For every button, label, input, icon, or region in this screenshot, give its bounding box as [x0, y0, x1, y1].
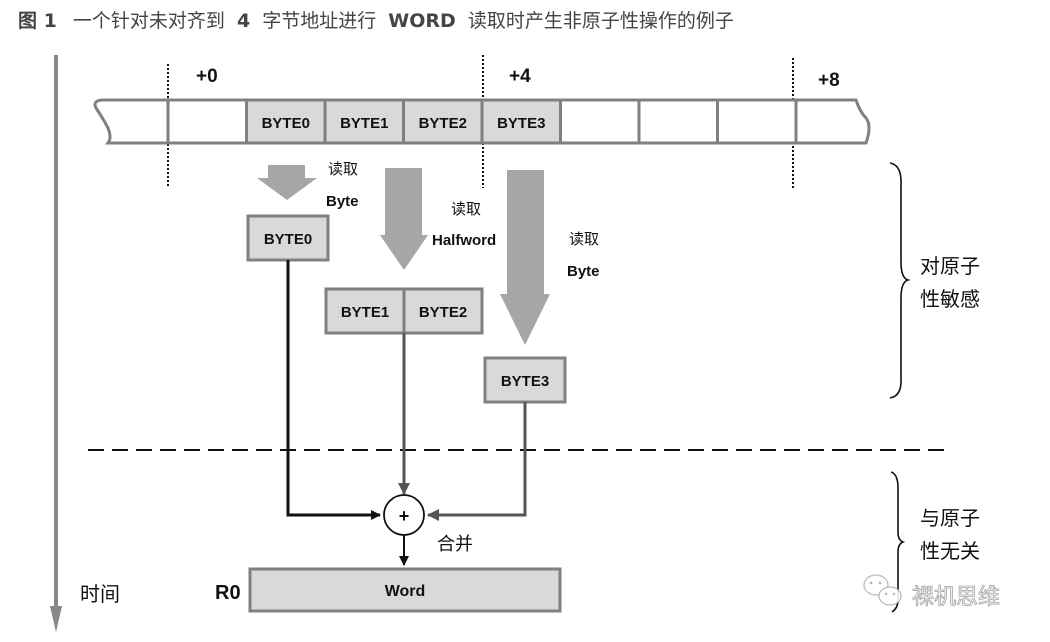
read-1-size: Byte: [326, 193, 359, 210]
register-byte2: [402, 287, 484, 335]
connector-byte0: [286, 260, 381, 520]
register-r0-box: [248, 567, 562, 613]
title-text-1: 一个针对未对齐到: [73, 10, 225, 32]
title-number: 4: [237, 10, 250, 32]
register-byte3-label: BYTE3: [501, 373, 549, 390]
watermark: 裸机思维: [863, 574, 1000, 610]
read-3-action: 读取: [569, 230, 599, 248]
memory-cell-label-4: BYTE2: [419, 115, 467, 132]
phase-insensitive-line1: 与原子: [920, 506, 980, 530]
brace-insensitive: 与原子 性无关: [890, 471, 980, 613]
figure-title: 图 1 一个针对未对齐到 4 字节地址进行 WORD 读取时产生非原子性操作的例…: [18, 10, 734, 32]
memory-cell-6: [559, 98, 641, 145]
offset-label-0: +0: [196, 66, 218, 87]
read-1-action: 读取: [328, 160, 358, 178]
brace-insensitive-icon: [890, 471, 906, 613]
figure-number: 图 1: [18, 10, 57, 32]
memory-cell-label-3: BYTE1: [340, 115, 388, 132]
merge-connectors: [286, 260, 527, 521]
phase-sensitive-line2: 性敏感: [920, 287, 980, 311]
read-2-action: 读取: [451, 200, 481, 218]
register-r0-label: R0: [215, 582, 241, 604]
register-byte0: [246, 214, 330, 262]
register-byte2-label: BYTE2: [419, 304, 467, 321]
memory-strip-right-break: [793, 98, 871, 145]
brace-sensitive: 对原子 性敏感: [889, 162, 980, 399]
register-byte1-label: BYTE1: [341, 304, 389, 321]
phase-sensitive-line1: 对原子: [920, 254, 980, 278]
offset-label-8: +8: [818, 70, 840, 91]
read-step-2: 读取 Halfword BYTE1 BYTE2: [324, 168, 496, 335]
memory-cell-label-5: BYTE3: [497, 115, 545, 132]
memory-cell-3: [323, 98, 405, 145]
title-word: WORD: [388, 10, 456, 32]
merge-label: 合并: [437, 534, 473, 555]
offset-label-4: +4: [509, 66, 531, 87]
time-axis: 时间: [50, 55, 120, 632]
read-step-1: 读取 Byte BYTE0: [246, 160, 359, 262]
memory-cell-1: [166, 98, 248, 145]
time-axis-label: 时间: [80, 582, 120, 606]
merge-node: + 合并: [383, 494, 473, 566]
read-arrow-3-icon: [500, 170, 550, 345]
read-3-size: Byte: [567, 263, 600, 280]
phase-insensitive-line2: 性无关: [920, 539, 980, 563]
brace-sensitive-icon: [889, 162, 911, 399]
time-axis-arrowhead-icon: [50, 606, 62, 632]
read-step-3: 读取 Byte BYTE3: [483, 170, 600, 404]
read-arrow-2-icon: [380, 168, 428, 270]
read-arrow-1-icon: [257, 165, 317, 200]
memory-strip-left-break: [93, 98, 168, 145]
wechat-icon: [863, 574, 902, 606]
read-2-size: Halfword: [432, 232, 496, 249]
register-byte0-label: BYTE0: [264, 231, 312, 248]
connector-byte3: [427, 402, 527, 521]
title-text-3: 读取时产生非原子性操作的例子: [468, 10, 734, 32]
memory-cell-7: [637, 98, 719, 145]
merge-plus-icon: +: [399, 506, 410, 526]
watermark-text: 裸机思维: [912, 585, 1000, 610]
register-r0: R0 Word: [215, 567, 562, 613]
memory-cell-label-2: BYTE0: [262, 115, 310, 132]
memory-cell-8: [716, 98, 798, 145]
title-text-2: 字节地址进行: [262, 10, 376, 32]
register-byte1: [324, 287, 406, 335]
register-r0-value: Word: [385, 583, 426, 600]
memory-strip: BYTE0 BYTE1 BYTE2 BYTE3: [93, 98, 871, 145]
